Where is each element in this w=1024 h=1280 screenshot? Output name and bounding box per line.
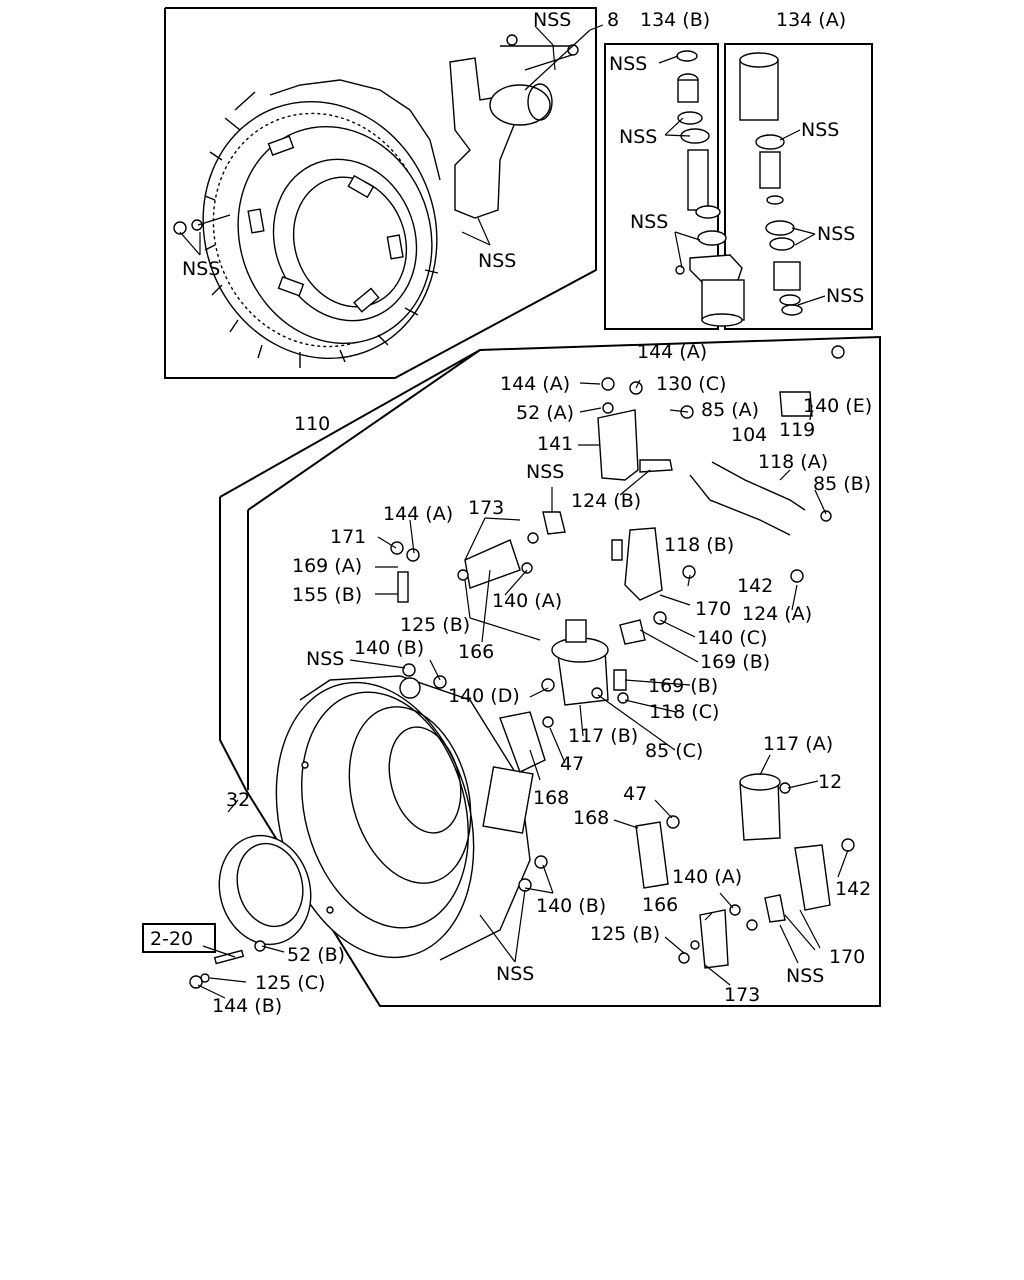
label-140e: 140 (E) xyxy=(803,395,872,417)
label-52b: 52 (B) xyxy=(287,944,345,966)
label-168-2: 168 xyxy=(573,807,609,829)
label-nss-top: NSS xyxy=(533,9,571,31)
leader-lines xyxy=(179,24,849,999)
label-nss-bottom2: NSS xyxy=(786,965,824,987)
label-134a: 134 (A) xyxy=(776,9,846,31)
label-144b: 144 (B) xyxy=(212,995,282,1017)
label-nss-b2: NSS xyxy=(619,126,657,148)
flywheel-housing xyxy=(189,675,534,989)
label-140a-1: 140 (A) xyxy=(492,590,562,612)
label-110: 110 xyxy=(294,413,330,435)
label-nss-mid: NSS xyxy=(526,461,564,483)
label-118a: 118 (A) xyxy=(758,451,828,473)
label-169b-1: 169 (B) xyxy=(700,651,770,673)
label-125b-1: 125 (B) xyxy=(400,614,470,636)
label-117a: 117 (A) xyxy=(763,733,833,755)
label-104: 104 xyxy=(731,424,767,446)
label-118b: 118 (B) xyxy=(664,534,734,556)
label-85a: 85 (A) xyxy=(701,399,759,421)
label-140d: 140 (D) xyxy=(448,685,520,707)
label-119: 119 xyxy=(779,419,815,441)
label-140a-2: 140 (A) xyxy=(672,866,742,888)
label-140b-2: 140 (B) xyxy=(536,895,606,917)
label-142-1: 142 xyxy=(737,575,773,597)
label-144a-1: 144 (A) xyxy=(637,341,707,363)
label-124b: 124 (B) xyxy=(571,490,641,512)
callout-labels: NSS 8 134 (B) 134 (A) NSS NSS NSS NSS NS… xyxy=(182,9,872,1017)
label-134b: 134 (B) xyxy=(640,9,710,31)
label-nss-gear-right: NSS xyxy=(478,250,516,272)
frames xyxy=(164,7,881,1007)
label-144a-3: 144 (A) xyxy=(383,503,453,525)
label-nss-b1: NSS xyxy=(609,53,647,75)
label-nss-b3: NSS xyxy=(630,211,668,233)
label-117b: 117 (B) xyxy=(568,725,638,747)
label-32: 32 xyxy=(226,789,250,811)
label-8: 8 xyxy=(607,9,619,31)
label-47-2: 47 xyxy=(623,783,647,805)
reference-box: 2-20 xyxy=(142,923,216,953)
label-169a: 169 (A) xyxy=(292,555,362,577)
label-nss-a3: NSS xyxy=(826,285,864,307)
label-124a: 124 (A) xyxy=(742,603,812,625)
label-140c: 140 (C) xyxy=(697,627,767,649)
label-118c: 118 (C) xyxy=(649,701,719,723)
label-nss-gear-left: NSS xyxy=(182,258,220,280)
kit-134a xyxy=(739,52,803,316)
ring-gear xyxy=(173,34,579,368)
label-171: 171 xyxy=(330,526,366,548)
label-170-2: 170 xyxy=(829,946,865,968)
ref-box-frame xyxy=(142,923,216,953)
label-144a-2: 144 (A) xyxy=(500,373,570,395)
label-140b-1: 140 (B) xyxy=(354,637,424,659)
label-173-1: 173 xyxy=(468,497,504,519)
label-168-1: 168 xyxy=(533,787,569,809)
label-nss-a1: NSS xyxy=(801,119,839,141)
label-142-2: 142 xyxy=(835,878,871,900)
label-85c: 85 (C) xyxy=(645,740,703,762)
label-12: 12 xyxy=(818,771,842,793)
label-130c: 130 (C) xyxy=(656,373,726,395)
label-141: 141 xyxy=(537,433,573,455)
label-52a: 52 (A) xyxy=(516,402,574,424)
label-173-2: 173 xyxy=(724,984,760,1006)
label-169b-2: 169 (B) xyxy=(648,675,718,697)
label-85b: 85 (B) xyxy=(813,473,871,495)
ref-box-label: 2-20 xyxy=(150,928,193,950)
label-166-1: 166 xyxy=(458,641,494,663)
label-47-1: 47 xyxy=(560,753,584,775)
kit-134b xyxy=(675,50,745,327)
label-125c: 125 (C) xyxy=(255,972,325,994)
label-nss-a2: NSS xyxy=(817,223,855,245)
label-nss-bottom1: NSS xyxy=(496,963,534,985)
label-170-1: 170 xyxy=(695,598,731,620)
label-155b: 155 (B) xyxy=(292,584,362,606)
label-166-2: 166 xyxy=(642,894,678,916)
label-125b-2: 125 (B) xyxy=(590,923,660,945)
label-nss-140b: NSS xyxy=(306,648,344,670)
